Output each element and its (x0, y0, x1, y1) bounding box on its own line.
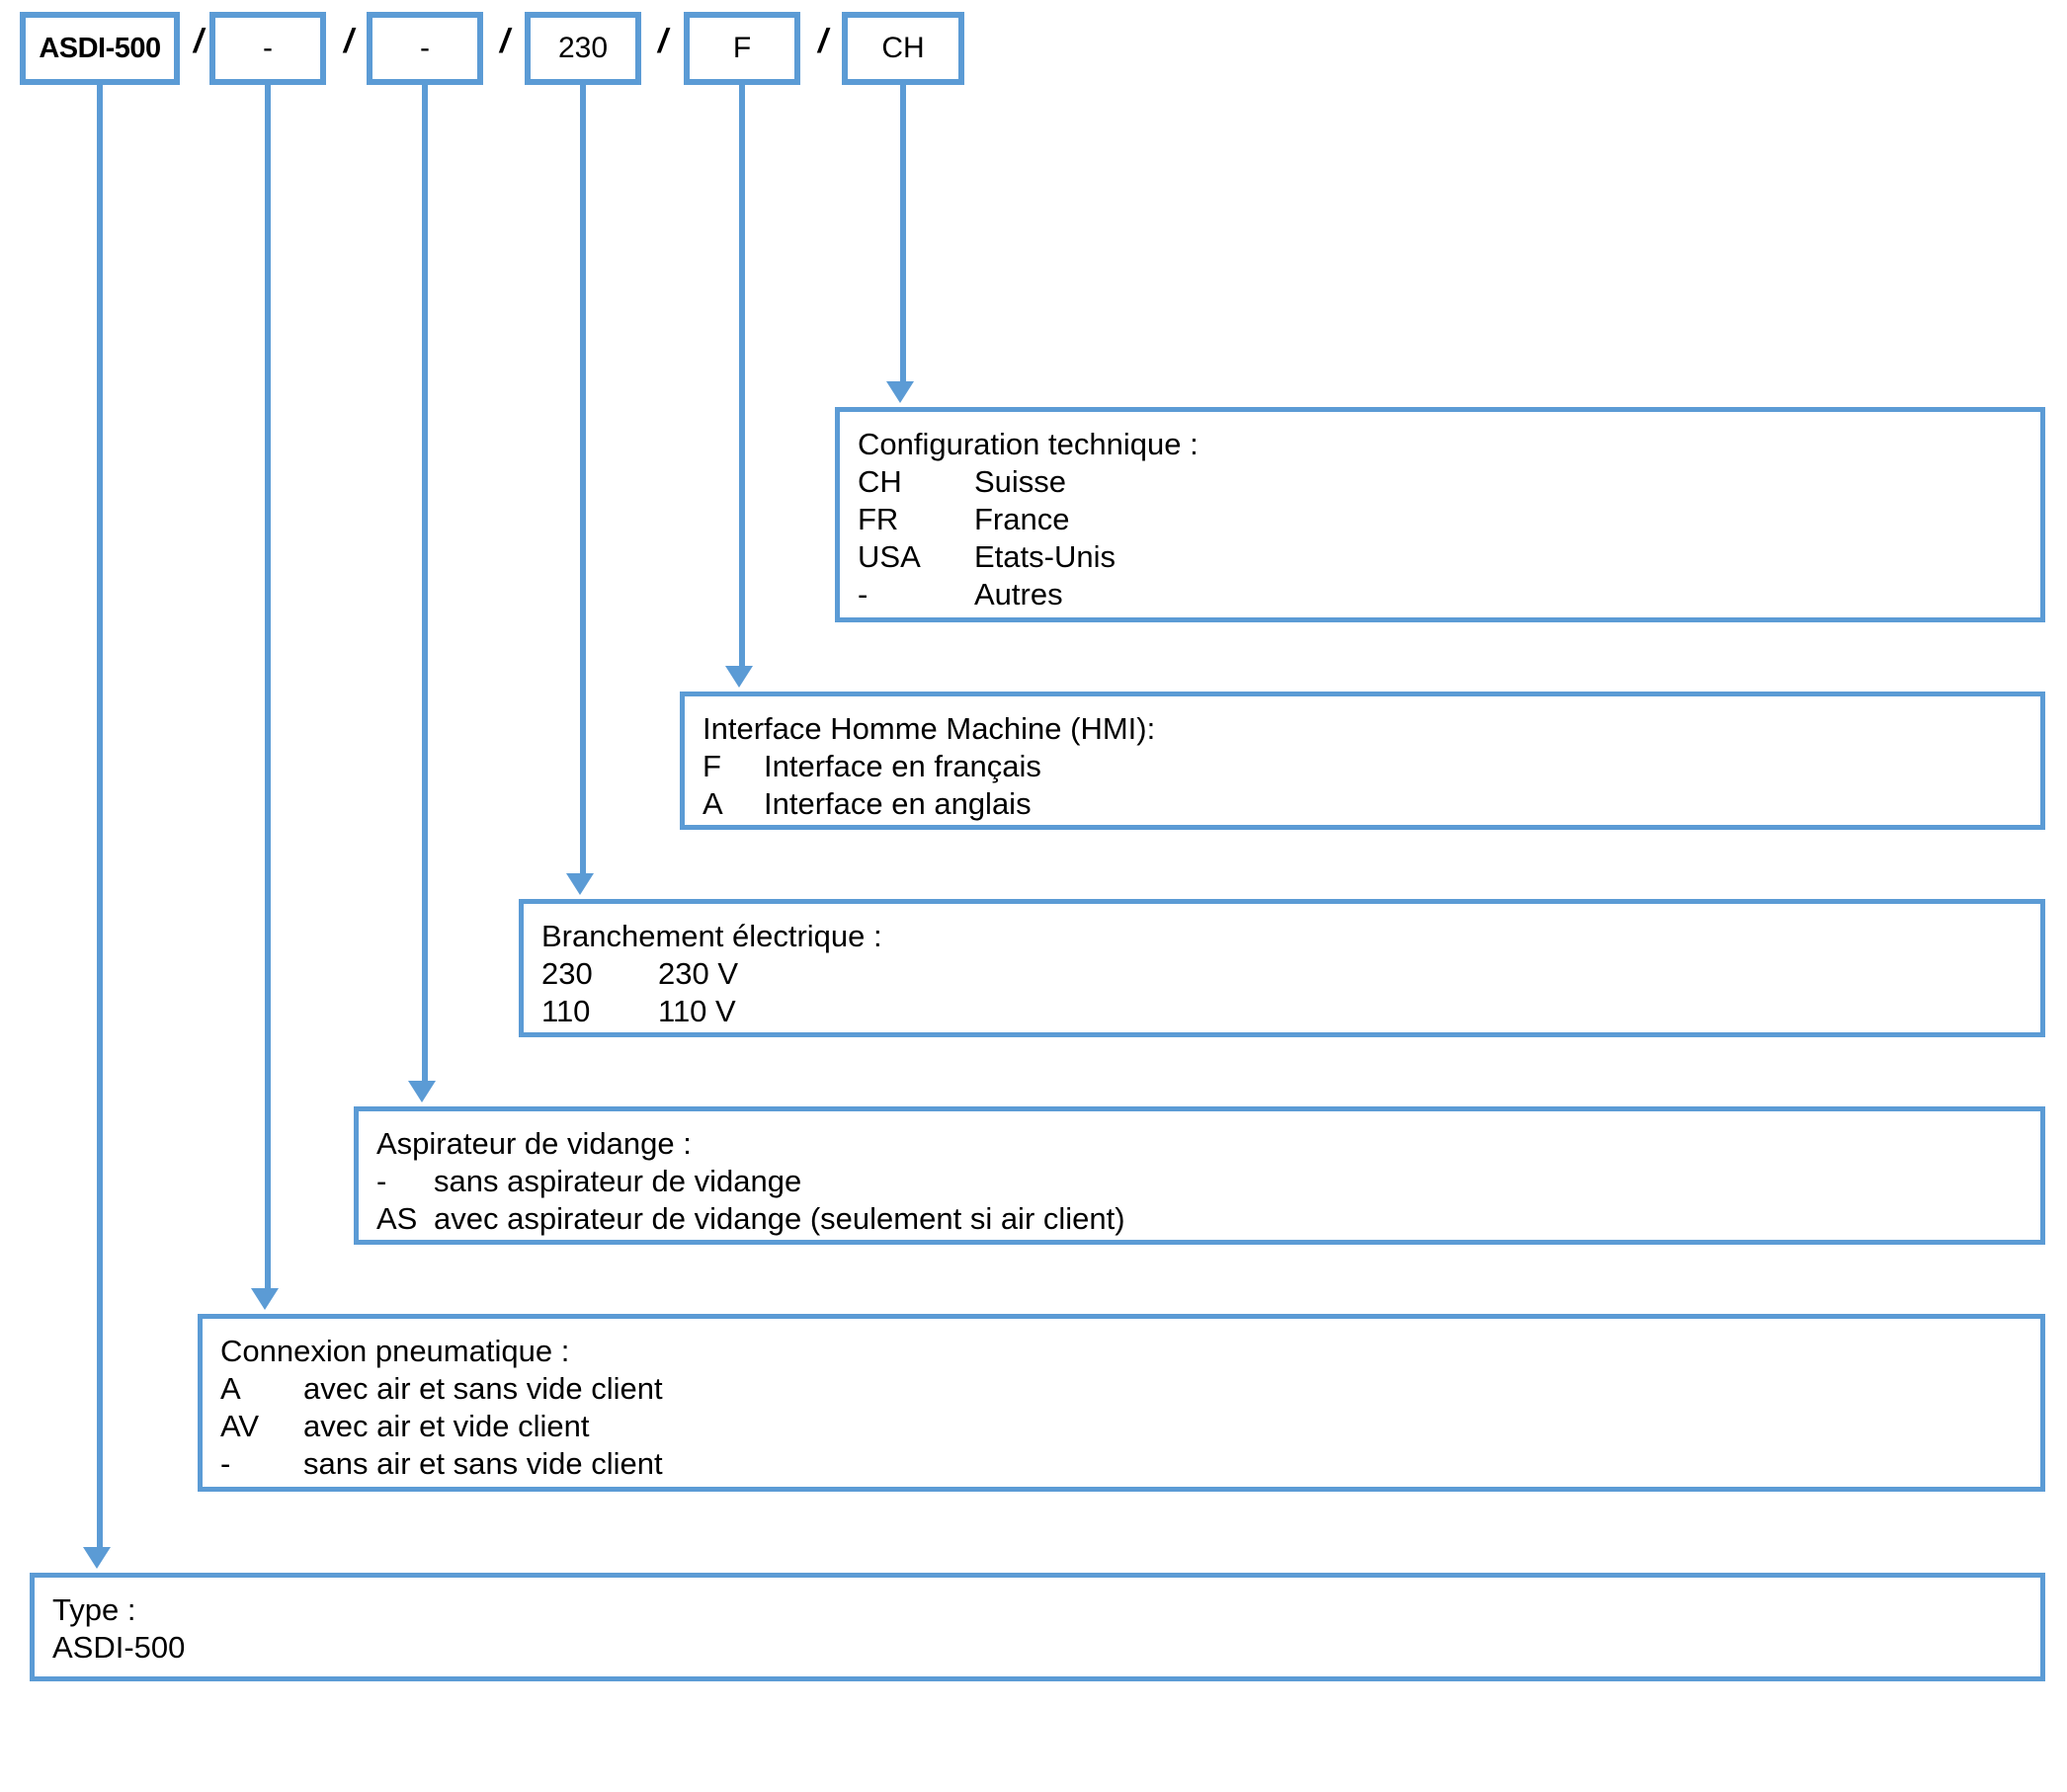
legend-box-pneumatic: Connexion pneumatique : A avec air et sa… (198, 1314, 2045, 1492)
code-box-drain-aspirator-value: - (420, 32, 430, 64)
legend-key-230: 230 (541, 956, 593, 991)
connector-arrow-drain-aspirator (408, 1081, 436, 1102)
connector-arrow-electrical (566, 873, 594, 895)
legend-row-fr: FR France (858, 501, 2040, 538)
code-box-pneumatic-connection[interactable]: - (209, 12, 326, 85)
legend-key-hmi-a: A (703, 786, 723, 821)
separator-slash-3: / (500, 23, 510, 60)
legend-row-sans-aspirateur: - sans aspirateur de vidange (376, 1163, 2040, 1200)
legend-key-usa: USA (858, 539, 921, 574)
legend-title-electrical: Branchement électrique : (541, 919, 882, 953)
legend-row-230: 230 230 V (541, 955, 2040, 993)
connector-arrow-hmi (725, 666, 753, 688)
legend-row-pneu-av: AV avec air et vide client (220, 1408, 2040, 1445)
legend-box-drain-aspirator: Aspirateur de vidange : - sans aspirateu… (354, 1106, 2045, 1245)
code-box-drain-aspirator[interactable]: - (367, 12, 483, 85)
legend-row-hmi-a: A Interface en anglais (703, 785, 2040, 823)
legend-key-ch: CH (858, 464, 902, 499)
connector-line-pneumatic (265, 85, 271, 1288)
legend-key-autres: - (858, 577, 868, 611)
code-box-pneumatic-connection-value: - (263, 32, 273, 64)
legend-value-pneu-a: avec air et sans vide client (303, 1371, 663, 1406)
legend-value-autres: Autres (974, 577, 1063, 611)
connector-line-hmi (739, 85, 745, 666)
separator-slash-2: / (344, 23, 354, 60)
connector-line-electrical (580, 85, 586, 873)
legend-row-pneu-none: - sans air et sans vide client (220, 1445, 2040, 1483)
legend-value-fr: France (974, 502, 1070, 536)
legend-row-110: 110 110 V (541, 993, 2040, 1030)
legend-row-usa: USA Etats-Unis (858, 538, 2040, 576)
legend-box-hmi: Interface Homme Machine (HMI): F Interfa… (680, 692, 2045, 830)
code-box-hmi-language-value: F (732, 32, 752, 64)
legend-value-110: 110 V (658, 994, 736, 1028)
separator-slash-5: / (818, 23, 828, 60)
legend-key-sans-aspirateur: - (376, 1164, 387, 1198)
legend-key-hmi-f: F (703, 749, 721, 783)
separator-slash-4: / (658, 23, 668, 60)
code-box-type[interactable]: ASDI-500 (20, 12, 180, 85)
legend-row-type-value: ASDI-500 (52, 1629, 2040, 1667)
code-box-technical-configuration[interactable]: CH (842, 12, 964, 85)
connector-arrow-type (83, 1547, 111, 1569)
connector-line-type (97, 85, 103, 1547)
separator-slash-1: / (194, 23, 204, 60)
code-box-type-value: ASDI-500 (39, 32, 161, 64)
code-box-hmi-language[interactable]: F (684, 12, 800, 85)
legend-title-pneumatic: Connexion pneumatique : (220, 1334, 570, 1368)
legend-row-as: AS avec aspirateur de vidange (seulement… (376, 1200, 2040, 1238)
legend-row-hmi-f: F Interface en français (703, 748, 2040, 785)
legend-box-type: Type : ASDI-500 (30, 1573, 2045, 1681)
code-box-electrical-connection[interactable]: 230 (525, 12, 641, 85)
legend-value-pneu-none: sans air et sans vide client (303, 1446, 663, 1481)
legend-box-technical-configuration: Configuration technique : CH Suisse FR F… (835, 407, 2045, 622)
connector-line-drain-aspirator (422, 85, 428, 1081)
legend-key-fr: FR (858, 502, 899, 536)
legend-row-pneu-a: A avec air et sans vide client (220, 1370, 2040, 1408)
legend-value-as: avec aspirateur de vidange (seulement si… (434, 1201, 1125, 1236)
legend-value-pneu-av: avec air et vide client (303, 1409, 590, 1443)
legend-key-as: AS (376, 1201, 418, 1236)
legend-value-hmi-f: Interface en français (764, 749, 1041, 783)
legend-box-electrical: Branchement électrique : 230 230 V 110 1… (519, 899, 2045, 1037)
legend-title-technical-configuration: Configuration technique : (858, 427, 1199, 461)
legend-value-hmi-a: Interface en anglais (764, 786, 1032, 821)
legend-value-sans-aspirateur: sans aspirateur de vidange (434, 1164, 802, 1198)
legend-value-ch: Suisse (974, 464, 1067, 499)
connector-arrow-pneumatic (251, 1288, 279, 1310)
legend-title-drain-aspirator: Aspirateur de vidange : (376, 1126, 692, 1161)
connector-line-technical-configuration (900, 85, 906, 381)
code-box-electrical-connection-value: 230 (557, 32, 609, 64)
legend-key-110: 110 (541, 994, 591, 1028)
legend-title-hmi: Interface Homme Machine (HMI): (703, 711, 1156, 746)
legend-key-pneu-none: - (220, 1446, 231, 1481)
legend-value-type: ASDI-500 (52, 1630, 186, 1665)
legend-key-pneu-a: A (220, 1371, 241, 1406)
connector-arrow-technical-configuration (886, 381, 914, 403)
legend-row-ch: CH Suisse (858, 463, 2040, 501)
legend-row-autres: - Autres (858, 576, 2040, 613)
legend-title-type: Type : (52, 1592, 136, 1627)
code-box-technical-configuration-value: CH (881, 32, 925, 64)
legend-value-usa: Etats-Unis (974, 539, 1116, 574)
legend-value-230: 230 V (658, 956, 739, 991)
legend-key-pneu-av: AV (220, 1409, 260, 1443)
